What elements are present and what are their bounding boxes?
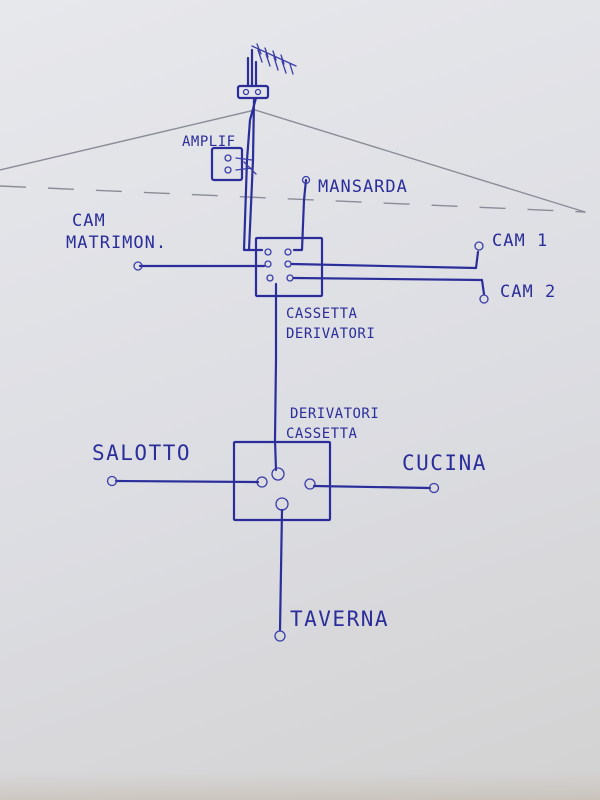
mansarda-outlet-icon xyxy=(301,175,311,185)
cam-matrimon-label-line2: MATRIMON. xyxy=(66,233,167,253)
paper-edge-shadow xyxy=(0,772,600,800)
amplifier-label: AMPLIF xyxy=(182,134,236,150)
cam2-outlet-icon xyxy=(479,294,489,304)
antenna-icon xyxy=(236,43,297,100)
salotto-label: SALOTTO xyxy=(92,441,191,465)
top-junction-box xyxy=(254,236,324,298)
trunk-cable xyxy=(273,282,278,472)
roof-line xyxy=(0,109,586,213)
cam-matrimon-label-line1: CAM xyxy=(72,211,106,231)
cam1-outlet-icon xyxy=(474,241,484,251)
cam1-label: CAM 1 xyxy=(492,231,548,251)
taverna-outlet-icon xyxy=(274,630,286,642)
cucina-label: CUCINA xyxy=(402,451,487,475)
salotto-cable xyxy=(114,479,260,484)
cucina-outlet-icon xyxy=(428,482,440,494)
taverna-label: TAVERNA xyxy=(290,607,389,631)
cam1-cable xyxy=(290,250,480,270)
amplifier-box xyxy=(210,146,257,182)
taverna-cable xyxy=(278,508,284,632)
cam2-cable xyxy=(292,276,486,296)
salotto-outlet-icon xyxy=(106,475,118,487)
roof-outline xyxy=(0,109,586,213)
top-box-label-line2: DERIVATORI xyxy=(286,326,375,342)
top-box-label-line1: CASSETTA xyxy=(286,306,358,322)
mansarda-cable xyxy=(292,178,308,252)
cam2-label: CAM 2 xyxy=(500,282,556,302)
antenna-riser-cable-2 xyxy=(247,98,256,252)
mansarda-label: MANSARDA xyxy=(318,177,408,197)
cam-matrimon-outlet-icon xyxy=(133,261,143,271)
attic-floor-dashed-line xyxy=(0,185,586,213)
cucina-cable xyxy=(312,484,432,490)
bottom-box-label-line1: DERIVATORI xyxy=(290,406,379,422)
bottom-box-label-line2: CASSETTA xyxy=(286,426,358,442)
